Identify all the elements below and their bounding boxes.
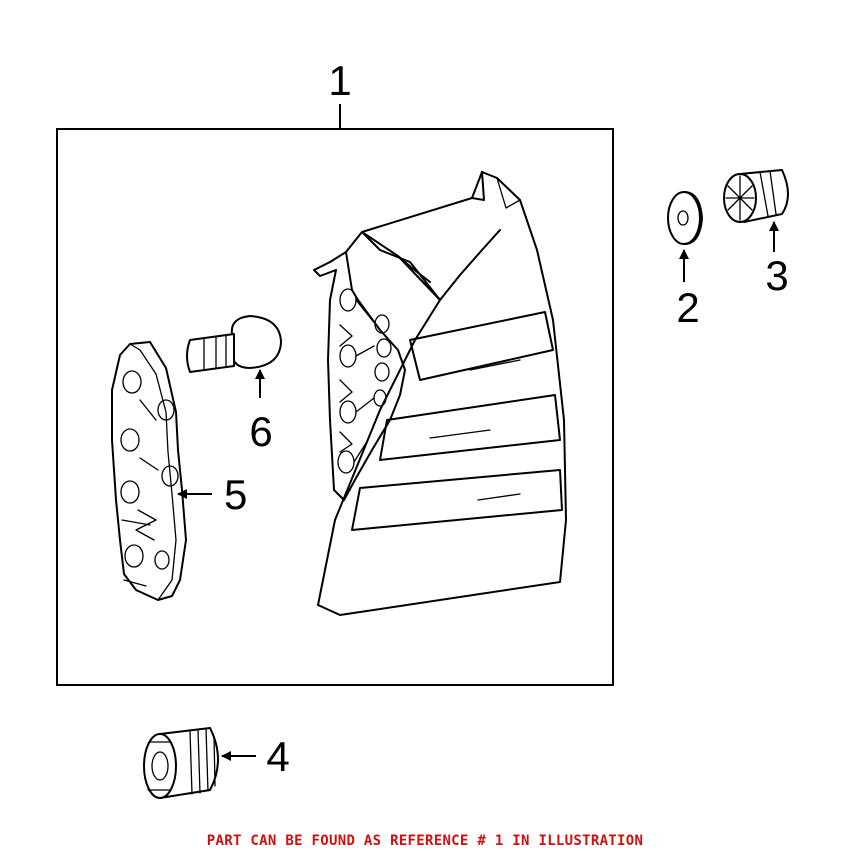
bulb bbox=[186, 315, 282, 373]
grommet bbox=[723, 169, 789, 223]
callout-4-label: 4 bbox=[266, 733, 289, 780]
callout-2-label: 2 bbox=[676, 284, 699, 331]
rear-panel-sockets bbox=[337, 288, 392, 474]
callout-6-label: 6 bbox=[249, 408, 272, 455]
bulb-carrier bbox=[111, 341, 187, 601]
callout-5-label: 5 bbox=[224, 471, 247, 518]
reference-note: PART CAN BE FOUND AS REFERENCE # 1 IN IL… bbox=[207, 833, 643, 849]
assembly-frame bbox=[56, 128, 614, 686]
callout-1-label: 1 bbox=[328, 57, 351, 104]
callout-3-label: 3 bbox=[765, 252, 788, 299]
nut bbox=[143, 727, 219, 799]
tail-lamp-housing bbox=[313, 171, 567, 616]
washer bbox=[667, 191, 703, 245]
